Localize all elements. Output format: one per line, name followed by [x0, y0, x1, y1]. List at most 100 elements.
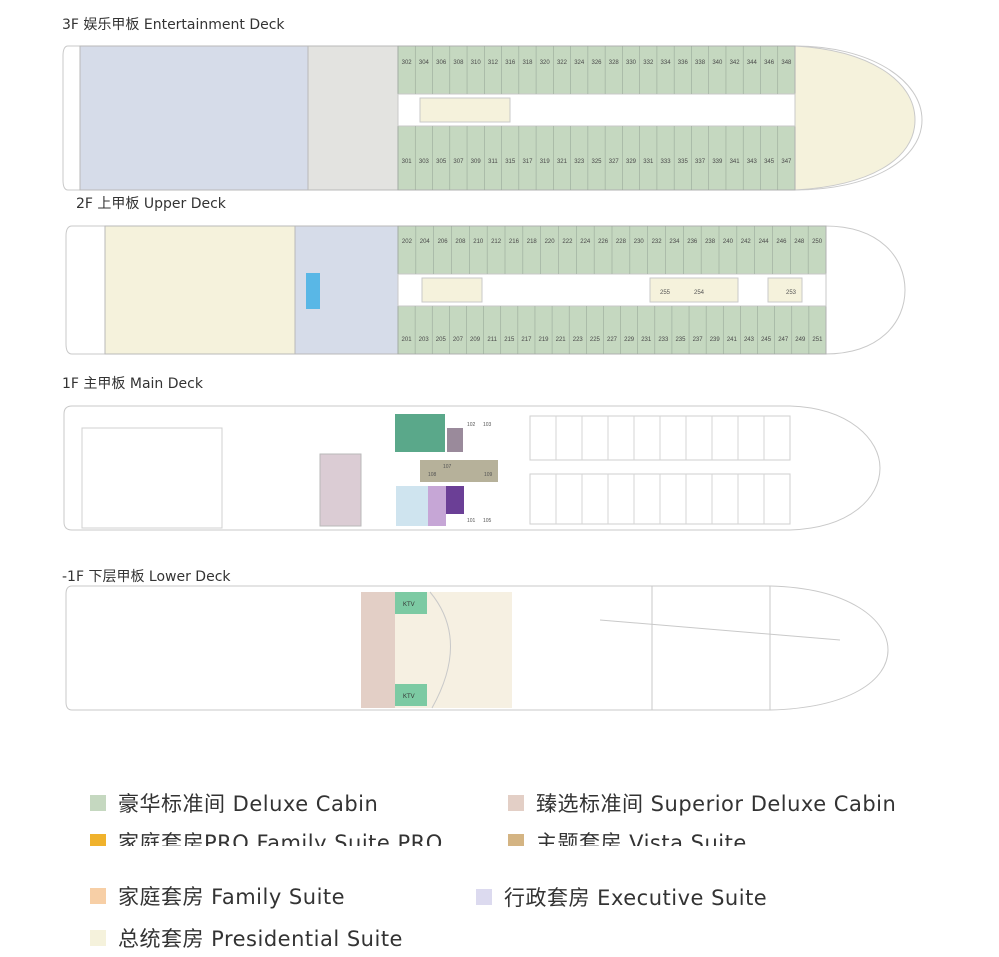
cabin-number-219: 219 [539, 337, 550, 343]
bar-area-b1 [395, 592, 512, 708]
cabin-number-249: 249 [795, 337, 806, 343]
purple-room-1f [446, 486, 464, 514]
cabin-number-305: 305 [436, 159, 447, 165]
cabin-number-205: 205 [436, 337, 447, 343]
deck-label-1f: 1F 主甲板 Main Deck [62, 376, 203, 392]
cabin-number-233: 233 [658, 337, 669, 343]
cabin-number-220: 220 [545, 239, 556, 245]
cabin-number-235: 235 [675, 337, 686, 343]
cabin-number-226: 226 [598, 239, 609, 245]
cabin-number-210: 210 [473, 239, 484, 245]
cabin-number-303: 303 [419, 159, 430, 165]
cabin-number-307: 307 [453, 159, 464, 165]
cabin-number-228: 228 [616, 239, 627, 245]
cabin-number-309: 309 [471, 159, 482, 165]
legend-item-vista: 主题套房 Vista Suite [508, 827, 747, 846]
cabin-number-239: 239 [710, 337, 721, 343]
cabin-number-209: 209 [470, 337, 481, 343]
lilac-room-1f [428, 486, 446, 526]
cabin-number-321: 321 [557, 159, 568, 165]
cabin-number-244: 244 [759, 239, 770, 245]
deck-label-b1: -1F 下层甲板 Lower Deck [62, 569, 231, 585]
cabin-number-201: 201 [402, 337, 413, 343]
cabin-number-304: 304 [419, 60, 430, 66]
cabin-number-315: 315 [505, 159, 516, 165]
cabin-number-222: 222 [562, 239, 573, 245]
legend-label-family: 家庭套房 Family Suite [118, 885, 346, 909]
suite-3f [419, 97, 511, 123]
ktv-room-2 [395, 684, 427, 706]
legend-label-vista: 主题套房 Vista Suite [536, 831, 747, 846]
legend-row-clipped: 家庭套房PRO Family Suite PRO 主题套房 Vista Suit… [0, 820, 999, 846]
deck-label-2f: 2F 上甲板 Upper Deck [76, 196, 226, 212]
room-253: 253 [786, 290, 797, 296]
cabin-number-243: 243 [744, 337, 755, 343]
cabin-number-317: 317 [522, 159, 533, 165]
cabin-number-247: 247 [778, 337, 789, 343]
legend-item-family: 家庭套房 Family Suite [90, 881, 345, 911]
room-255: 255 [660, 290, 671, 296]
legend-label-presidential: 总统套房 Presidential Suite [118, 927, 403, 951]
cabin-number-208: 208 [455, 239, 466, 245]
cabin-number-215: 215 [504, 337, 515, 343]
room-102: 102 [467, 422, 476, 428]
cabin-number-231: 231 [641, 337, 652, 343]
cabin-number-333: 333 [661, 159, 672, 165]
cabin-number-328: 328 [609, 60, 620, 66]
cabin-number-227: 227 [607, 337, 618, 343]
cabin-number-325: 325 [591, 159, 602, 165]
cabin-number-221: 221 [556, 337, 567, 343]
room-101: 101 [467, 518, 476, 524]
cabin-number-245: 245 [761, 337, 772, 343]
room-254: 254 [694, 290, 705, 296]
ktv-label-2: KTV [403, 694, 415, 700]
mauve-room-1f [447, 428, 463, 452]
cabin-number-318: 318 [522, 60, 533, 66]
restaurant-2f [104, 225, 296, 355]
cabin-number-206: 206 [438, 239, 449, 245]
cabin-number-246: 246 [776, 239, 787, 245]
cabin-number-319: 319 [540, 159, 551, 165]
deck-label-3f: 3F 娱乐甲板 Entertainment Deck [62, 17, 285, 33]
legend-item-executive: 行政套房 Executive Suite [476, 882, 767, 912]
cabin-number-248: 248 [794, 239, 805, 245]
legend-swatch-vista [508, 834, 524, 846]
cabin-number-345: 345 [764, 159, 775, 165]
cabin-number-301: 301 [402, 159, 413, 165]
cabin-number-330: 330 [626, 60, 637, 66]
cabin-number-342: 342 [730, 60, 741, 66]
cabin-number-339: 339 [712, 159, 723, 165]
legend-item-family-pro: 家庭套房PRO Family Suite PRO [90, 827, 443, 846]
room-103: 103 [483, 422, 492, 428]
cabin-number-308: 308 [453, 60, 464, 66]
legend-item-presidential: 总统套房 Presidential Suite [90, 923, 403, 953]
cabin-number-311: 311 [488, 159, 498, 165]
cabin-number-310: 310 [471, 60, 482, 66]
legend-swatch-family [90, 888, 106, 904]
legend-item-deluxe: 豪华标准间 Deluxe Cabin [90, 788, 378, 818]
cabin-number-335: 335 [678, 159, 689, 165]
cabin-number-223: 223 [573, 337, 584, 343]
cabin-cell-1f [763, 415, 791, 461]
kitchen-1f [319, 453, 362, 527]
cabin-number-211: 211 [487, 337, 497, 343]
stage-curve-b1 [429, 591, 451, 709]
cabin-cell-1f [763, 473, 791, 525]
keel-line-b1 [599, 619, 841, 641]
cabin-number-212: 212 [491, 239, 502, 245]
cabin-number-302: 302 [402, 60, 413, 66]
cabin-number-326: 326 [591, 60, 602, 66]
cabin-number-202: 202 [402, 239, 413, 245]
cabin-number-334: 334 [661, 60, 672, 66]
cabin-number-331: 331 [643, 159, 654, 165]
cabin-number-346: 346 [764, 60, 775, 66]
cabin-number-348: 348 [781, 60, 792, 66]
legend-swatch-presidential [90, 930, 106, 946]
legend-item-superior: 臻选标准间 Superior Deluxe Cabin [508, 788, 896, 818]
cabin-number-343: 343 [747, 159, 758, 165]
lounge-area-3f [79, 45, 309, 191]
cabin-block-bottom-3f [397, 125, 796, 191]
cabin-number-322: 322 [557, 60, 568, 66]
